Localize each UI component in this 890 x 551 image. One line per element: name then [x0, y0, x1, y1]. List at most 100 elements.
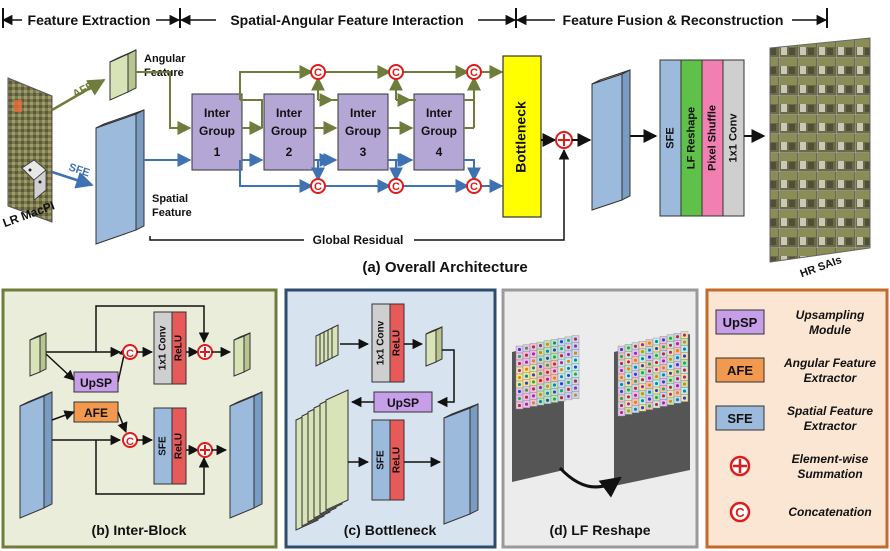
reshape-cell — [557, 359, 566, 367]
inter-sum-top — [197, 344, 213, 360]
caption-bottleneck: (c) Bottleneck — [344, 522, 437, 538]
reshape-cell — [624, 386, 633, 394]
reshape-cell — [666, 376, 675, 384]
inter-relu-label-bottom: ReLU — [174, 433, 185, 459]
reshape-cell — [680, 366, 689, 374]
reshape-cell — [557, 387, 566, 395]
reshape-cell — [557, 366, 566, 374]
reshape-cell — [571, 335, 580, 343]
svg-text:C: C — [314, 67, 322, 79]
reshape-cell — [536, 376, 545, 385]
reshape-cell — [673, 375, 682, 383]
inter-concat-top: C — [126, 348, 134, 360]
reshape-cell — [522, 344, 531, 352]
reshape-cell — [515, 352, 524, 361]
reshape-cell — [522, 372, 531, 380]
reshape-cell — [522, 379, 531, 387]
reshape-cell — [645, 339, 654, 347]
reshape-cell — [529, 343, 538, 351]
reshape-cell — [617, 345, 626, 354]
reshape-cell — [515, 359, 524, 368]
inter-group-line1: Inter — [426, 106, 452, 120]
reshape-cell — [624, 379, 633, 387]
reshape-cell — [645, 353, 654, 361]
reshape-cell — [617, 387, 626, 396]
recon-block-3: Pixel Shuffle — [701, 59, 724, 217]
inter-group-line1: Inter — [276, 106, 302, 120]
legend-text: Summation — [797, 467, 862, 481]
reshape-cell — [652, 393, 661, 402]
reshape-cell — [550, 381, 559, 389]
reshape-cell — [624, 344, 633, 352]
reshape-cell — [680, 345, 689, 353]
recon-block-label: Pixel Shuffle — [706, 105, 718, 171]
afe-path-label: AFE — [71, 80, 96, 101]
inter-group-number: 2 — [286, 145, 293, 159]
reshape-cell — [617, 380, 626, 389]
reshape-cell — [673, 340, 682, 348]
svg-text:C: C — [735, 505, 745, 520]
reshape-cell — [624, 400, 633, 408]
reshape-cell — [571, 377, 580, 385]
reshape-cell — [673, 354, 682, 362]
caption-overall-architecture: (a) Overall Architecture — [362, 259, 527, 276]
angular-feature-block — [109, 49, 137, 101]
reshape-output-grid — [614, 331, 690, 486]
reshape-cell — [645, 367, 654, 375]
reshape-cell — [652, 386, 661, 395]
reshape-cell — [557, 373, 566, 381]
section-header: Feature Extraction Spatial-Angular Featu… — [1, 8, 828, 28]
reshape-cell — [515, 401, 524, 410]
reshape-cell — [638, 404, 647, 412]
reshape-cell — [571, 342, 580, 350]
concat-symbol: C — [466, 64, 482, 80]
reshape-cell — [529, 385, 538, 393]
reshape-cell — [666, 369, 675, 377]
svg-text:C: C — [314, 181, 322, 193]
inter-upsp-label: UpSP — [80, 376, 112, 390]
reshape-cell — [557, 352, 566, 360]
reshape-cell — [550, 353, 559, 361]
reshape-cell — [543, 396, 552, 404]
caption-inter-block: (b) Inter-Block — [92, 522, 187, 538]
reshape-cell — [550, 339, 559, 347]
reshape-cell — [673, 389, 682, 397]
reshape-cell — [680, 387, 689, 395]
reshape-cell — [557, 394, 566, 402]
concat-symbol: C — [388, 64, 404, 80]
spatial-feature-block — [95, 109, 145, 245]
inter-sum-bottom — [197, 442, 213, 458]
inter-sfe-label: SFE — [158, 436, 169, 456]
legend-text: Extractor — [804, 371, 858, 385]
reshape-cell — [529, 371, 538, 379]
green-concat-lines — [239, 65, 504, 128]
header-spatial-angular: Spatial-Angular Feature Interaction — [230, 12, 463, 28]
bottleneck-upsp-label: UpSP — [387, 396, 419, 410]
reshape-cell — [652, 351, 661, 360]
reshape-cell — [617, 366, 626, 375]
reshape-cell — [673, 382, 682, 390]
inter-group-line2: Group — [271, 124, 307, 138]
legend-text: Concatenation — [788, 505, 871, 519]
reshape-cell — [652, 344, 661, 353]
overall-architecture: LR MacPI AFE SFE Angular Feature Spatial… — [1, 37, 871, 280]
reshape-cell — [536, 362, 545, 371]
reshape-cell — [645, 381, 654, 389]
reshape-cell — [515, 380, 524, 389]
spatial-feature-label-1: Spatial — [152, 193, 188, 205]
reshape-cell — [564, 357, 573, 366]
bottleneck-conv-label: 1x1 Conv — [376, 320, 387, 365]
hr-sais-image — [769, 37, 871, 263]
reshape-cell — [659, 399, 668, 407]
reshape-cell — [638, 397, 647, 405]
reshape-cell — [564, 385, 573, 394]
inter-concat-bottom: C — [126, 436, 134, 448]
concat-symbol: C — [310, 64, 326, 80]
legend-text: Upsampling — [796, 308, 865, 322]
inter-relu-label-top: ReLU — [174, 335, 185, 361]
reshape-cell — [673, 361, 682, 369]
legend-text: Spatial Feature — [787, 404, 873, 418]
